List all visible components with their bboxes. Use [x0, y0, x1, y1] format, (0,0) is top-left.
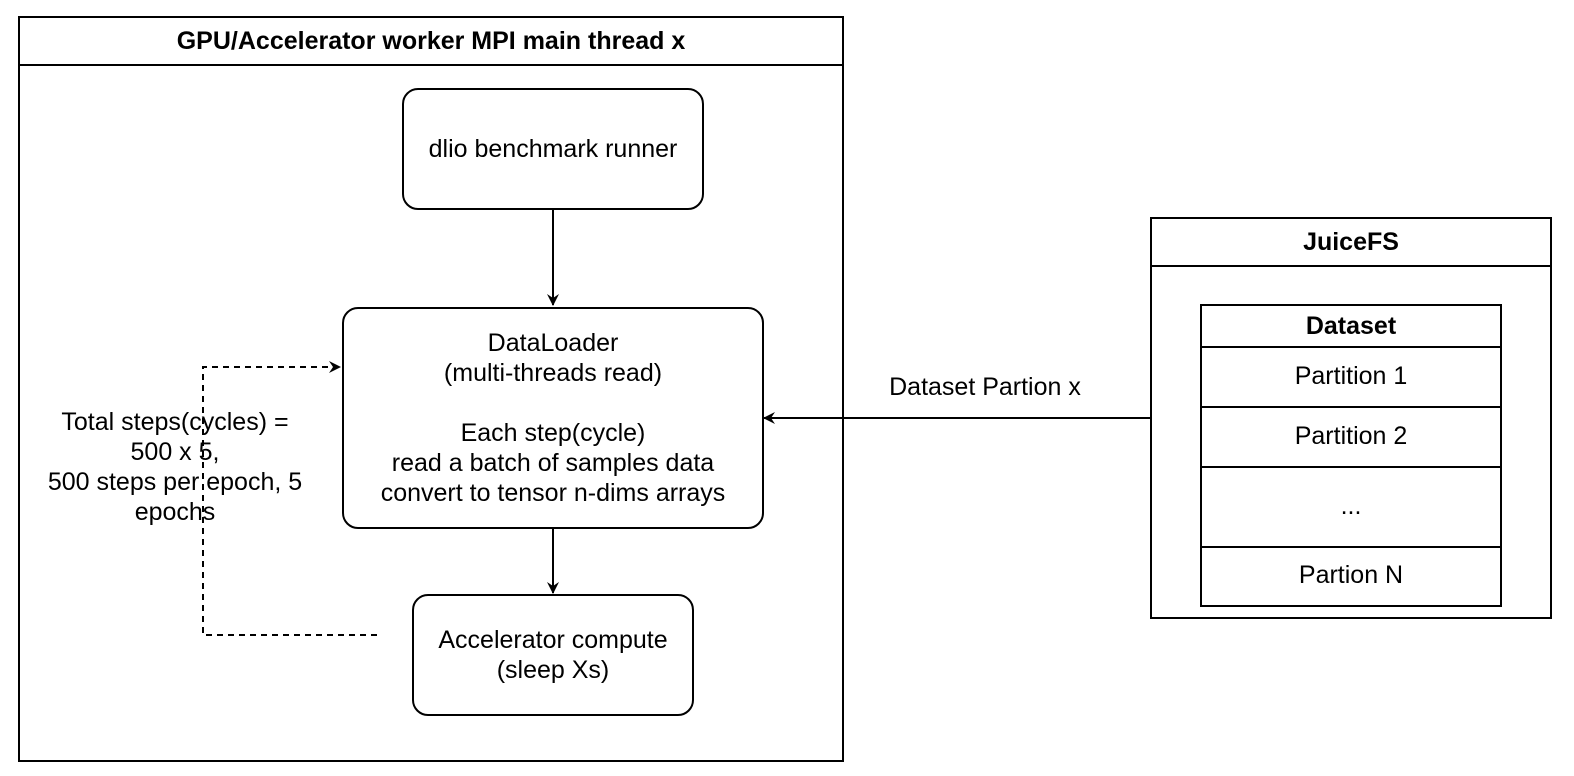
dataloader-convert-text: convert to tensor n-dims arrays — [380, 479, 726, 507]
dataset-table: Dataset Partition 1 Partition 2 ... Part… — [1200, 304, 1502, 607]
compute-title: Accelerator compute — [438, 626, 668, 654]
juicefs-title: JuiceFS — [1152, 219, 1550, 267]
dataloader-step-text: Each step(cycle) — [460, 419, 646, 447]
edge-label: Dataset Partion x — [889, 373, 1081, 401]
dataset-row: Partition 1 — [1202, 346, 1500, 408]
worker-title: GPU/Accelerator worker MPI main thread x — [20, 18, 842, 66]
dataset-row: Partion N — [1298, 561, 1404, 589]
loop-label: Total steps(cycles) = 500 x 5, 500 steps… — [47, 408, 303, 526]
dataloader-node: DataLoader (multi-threads read) Each ste… — [342, 307, 764, 529]
dataset-row: ... — [1202, 466, 1500, 548]
worker-container: GPU/Accelerator worker MPI main thread x — [18, 16, 844, 762]
runner-label: dlio benchmark runner — [428, 135, 678, 163]
compute-node: Accelerator compute (sleep Xs) — [412, 594, 694, 716]
loop-back-arrow — [202, 361, 377, 636]
dataset-title: Dataset — [1202, 306, 1500, 348]
runner-node: dlio benchmark runner — [402, 88, 704, 210]
compute-subtitle: (sleep Xs) — [496, 656, 610, 684]
dataloader-title: DataLoader — [487, 329, 619, 357]
dataloader-read-text: read a batch of samples data — [391, 449, 715, 477]
dataloader-subtitle: (multi-threads read) — [443, 359, 663, 387]
dataset-row: Partition 2 — [1202, 406, 1500, 468]
